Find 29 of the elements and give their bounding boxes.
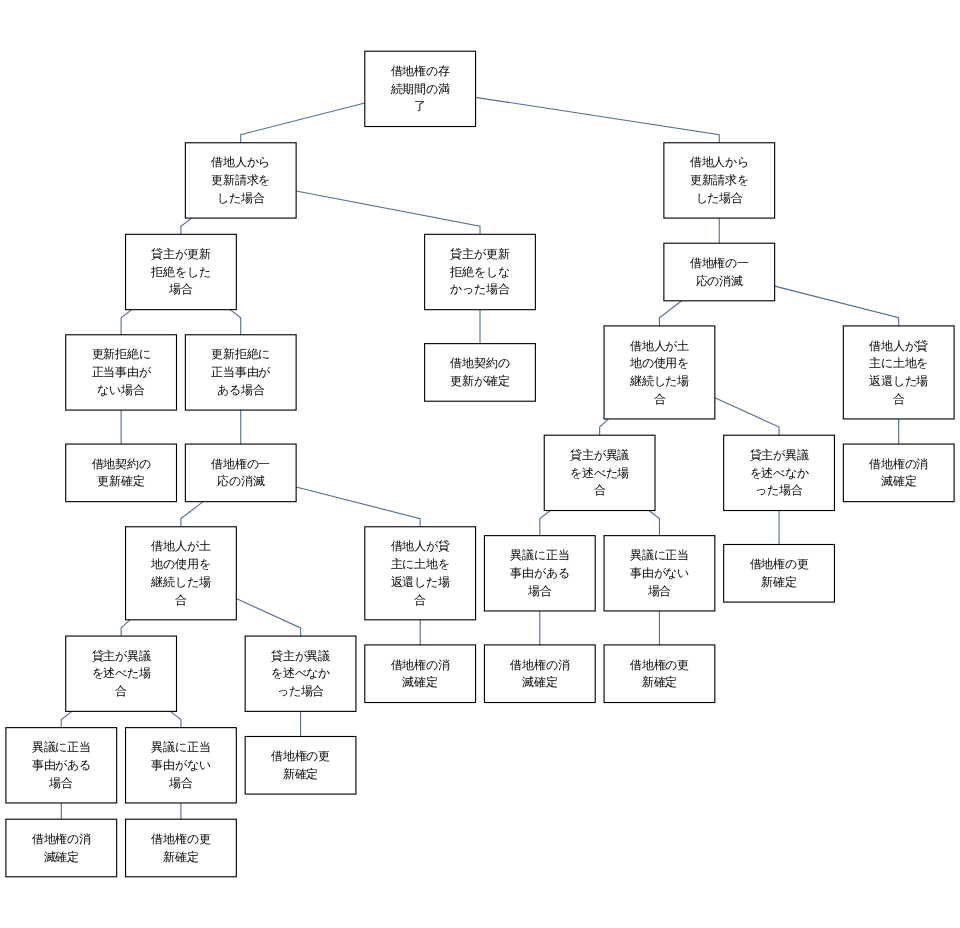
connector: [235, 598, 302, 637]
connector: [658, 300, 683, 327]
connector: [180, 501, 204, 528]
connector: [475, 96, 720, 144]
connector: [419, 619, 421, 646]
connector: [295, 486, 421, 528]
connector: [120, 619, 131, 637]
connector: [120, 409, 122, 445]
connector: [120, 309, 133, 336]
connector: [718, 217, 720, 244]
connector: [169, 710, 182, 729]
connector: [714, 397, 780, 436]
connector: [295, 190, 481, 235]
connector: [648, 509, 660, 537]
connector: [60, 710, 73, 729]
connector: [479, 309, 481, 345]
connector: [240, 102, 366, 144]
connector: [658, 610, 660, 646]
connector: [539, 610, 541, 646]
connector: [180, 802, 182, 820]
connector: [180, 217, 193, 235]
connector: [539, 509, 551, 537]
connector: [778, 509, 780, 546]
connector: [240, 409, 242, 445]
connector: [300, 710, 302, 738]
connector: [774, 285, 900, 327]
connector: [898, 418, 900, 445]
connector: [599, 418, 610, 436]
connector: [229, 309, 242, 336]
